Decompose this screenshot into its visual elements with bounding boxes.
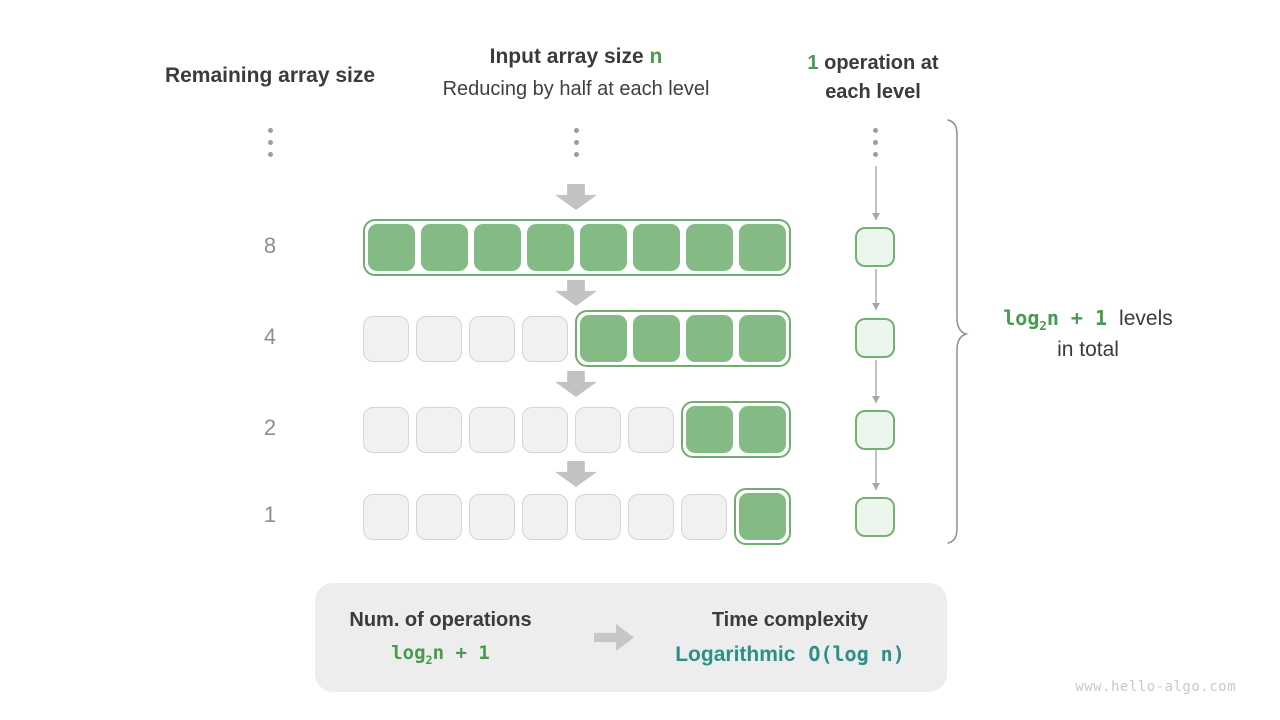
array-row — [363, 219, 791, 276]
array-cell-active — [686, 224, 733, 271]
operation-box — [855, 227, 895, 267]
array-cell-active — [633, 224, 680, 271]
array-cell-inactive — [628, 406, 674, 453]
array-cell-active — [421, 224, 468, 271]
reducing-by-half-subtitle: Reducing by half at each level — [442, 78, 710, 100]
array-cell-inactive — [522, 493, 568, 540]
array-cell-inactive — [363, 315, 409, 362]
array-cell-active — [739, 315, 786, 362]
array-cell-active — [739, 406, 786, 453]
num-operations-title: Num. of operations — [349, 608, 532, 631]
array-cell-inactive — [416, 406, 462, 453]
array-cell-inactive — [575, 493, 621, 540]
array-cell-inactive — [416, 315, 462, 362]
array-cell-inactive — [681, 493, 727, 540]
array-cell-active — [580, 315, 627, 362]
array-row — [363, 401, 791, 458]
in-total-text: in total — [1057, 338, 1119, 361]
active-subarray-outline — [363, 219, 791, 276]
array-cell-inactive — [469, 493, 515, 540]
right-arrow — [594, 624, 634, 651]
remaining-array-size-header: Remaining array size — [164, 64, 376, 87]
ellipsis-right — [865, 128, 885, 157]
down-arrow — [555, 461, 597, 487]
num-operations-formula: log2n + 1 — [391, 641, 490, 667]
row-size-label: 4 — [263, 324, 277, 349]
array-cell-inactive — [363, 406, 409, 453]
levels-brace — [947, 119, 969, 544]
row-size-label: 1 — [263, 502, 277, 527]
array-cell-inactive — [469, 315, 515, 362]
n-highlight: n — [649, 45, 663, 68]
ellipsis-center — [566, 128, 586, 157]
array-cell-active — [474, 224, 521, 271]
ellipsis-left — [260, 128, 280, 157]
op-connector-arrows — [872, 166, 880, 490]
array-cell-inactive — [575, 406, 621, 453]
array-cell-active — [686, 406, 733, 453]
array-cell-active — [739, 493, 786, 540]
array-cell-active — [580, 224, 627, 271]
array-cell-inactive — [416, 493, 462, 540]
operation-box — [855, 410, 895, 450]
input-array-size-header: Input array size n Reducing by half at e… — [396, 45, 756, 101]
active-subarray-outline — [575, 310, 791, 367]
operation-per-level-header: 1 operation at each level — [807, 52, 939, 103]
num-operations-column: Num. of operations log2n + 1 — [333, 583, 548, 692]
down-arrow — [555, 184, 597, 210]
complexity-summary-box: Num. of operations log2n + 1 Time comple… — [315, 583, 947, 692]
array-cell-active — [633, 315, 680, 362]
array-cell-inactive — [522, 406, 568, 453]
array-cell-active — [527, 224, 574, 271]
one-highlight: 1 — [807, 52, 819, 74]
array-cell-inactive — [628, 493, 674, 540]
down-arrow — [555, 371, 597, 397]
watermark: www.hello-algo.com — [1075, 679, 1236, 695]
array-cell-active — [368, 224, 415, 271]
array-cell-active — [686, 315, 733, 362]
down-arrow — [555, 280, 597, 306]
array-cell-inactive — [522, 315, 568, 362]
array-cell-inactive — [469, 406, 515, 453]
operation-box — [855, 318, 895, 358]
operation-box — [855, 497, 895, 537]
row-size-label: 8 — [263, 233, 277, 258]
array-row — [363, 310, 791, 367]
array-cell-inactive — [363, 493, 409, 540]
levels-text: levels — [1119, 307, 1173, 330]
active-subarray-outline — [734, 488, 791, 545]
array-row — [363, 488, 791, 545]
row-size-label: 2 — [263, 415, 277, 440]
input-array-size-title: Input array size n — [489, 45, 663, 68]
time-complexity-title: Time complexity — [711, 608, 869, 631]
array-cell-active — [739, 224, 786, 271]
active-subarray-outline — [681, 401, 791, 458]
